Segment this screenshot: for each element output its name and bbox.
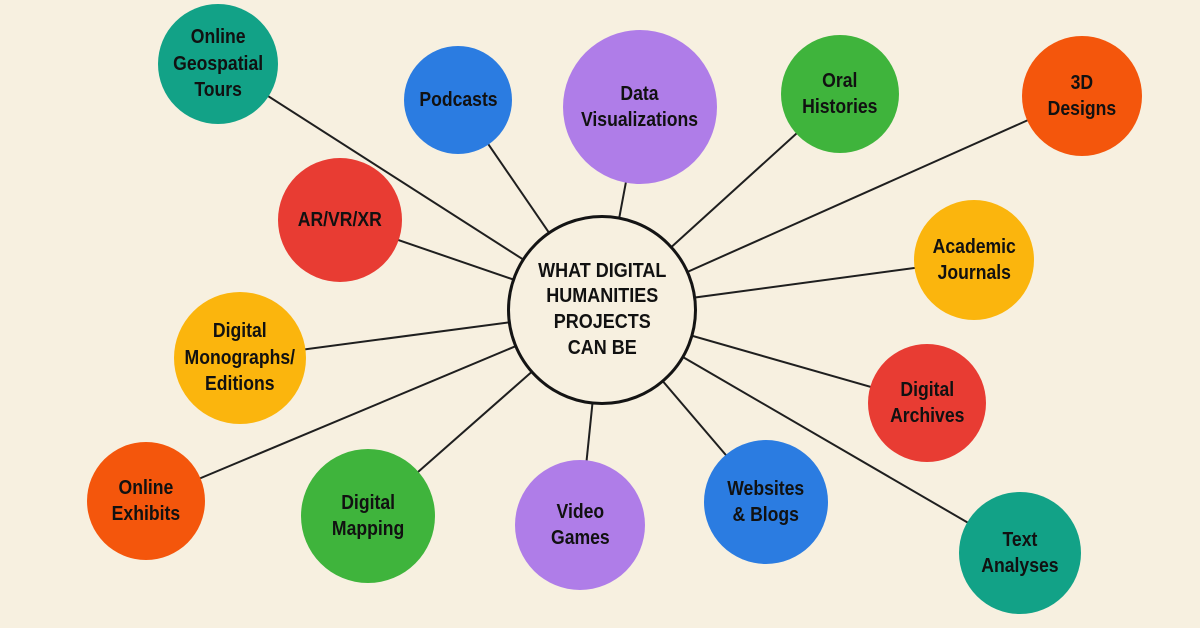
- node-podcasts: Podcasts: [404, 46, 512, 154]
- node-3d-designs-label: 3D Designs: [1047, 71, 1117, 120]
- node-oral-histories-label: Oral Histories: [802, 69, 878, 118]
- node-podcasts-label: Podcasts: [418, 88, 498, 111]
- node-data-visualizations-label: Data Visualizations: [581, 82, 699, 131]
- node-digital-archives: Digital Archives: [868, 344, 986, 462]
- node-video-games: Video Games: [515, 460, 645, 590]
- node-digital-archives-label: Digital Archives: [889, 378, 965, 427]
- node-text-analyses: Text Analyses: [959, 492, 1081, 614]
- node-online-exhibits: Online Exhibits: [87, 442, 205, 560]
- node-ar-vr-xr-label: AR/VR/XR: [297, 208, 383, 231]
- node-video-games-label: Video Games: [550, 500, 610, 549]
- node-academic-journals-label: Academic Journals: [932, 235, 1016, 284]
- center-node: WHAT DIGITAL HUMANITIES PROJECTS CAN BE: [507, 215, 697, 405]
- center-node-label: WHAT DIGITAL HUMANITIES PROJECTS CAN BE: [537, 259, 667, 359]
- node-online-exhibits-label: Online Exhibits: [111, 476, 181, 525]
- node-text-analyses-label: Text Analyses: [981, 528, 1059, 577]
- node-ar-vr-xr: AR/VR/XR: [278, 158, 402, 282]
- node-digital-mapping-label: Digital Mapping: [331, 491, 405, 540]
- node-3d-designs: 3D Designs: [1022, 36, 1142, 156]
- node-academic-journals: Academic Journals: [914, 200, 1034, 320]
- node-online-geospatial-tours: Online Geospatial Tours: [158, 4, 278, 124]
- node-digital-monographs-editions-label: Digital Monographs/ Editions: [184, 320, 296, 396]
- node-online-geospatial-tours-label: Online Geospatial Tours: [172, 26, 263, 102]
- node-websites-blogs: Websites & Blogs: [704, 440, 828, 564]
- node-data-visualizations: Data Visualizations: [563, 30, 717, 184]
- node-digital-mapping: Digital Mapping: [301, 449, 435, 583]
- node-oral-histories: Oral Histories: [781, 35, 899, 153]
- node-websites-blogs-label: Websites & Blogs: [727, 477, 805, 526]
- node-digital-monographs-editions: Digital Monographs/ Editions: [174, 292, 306, 424]
